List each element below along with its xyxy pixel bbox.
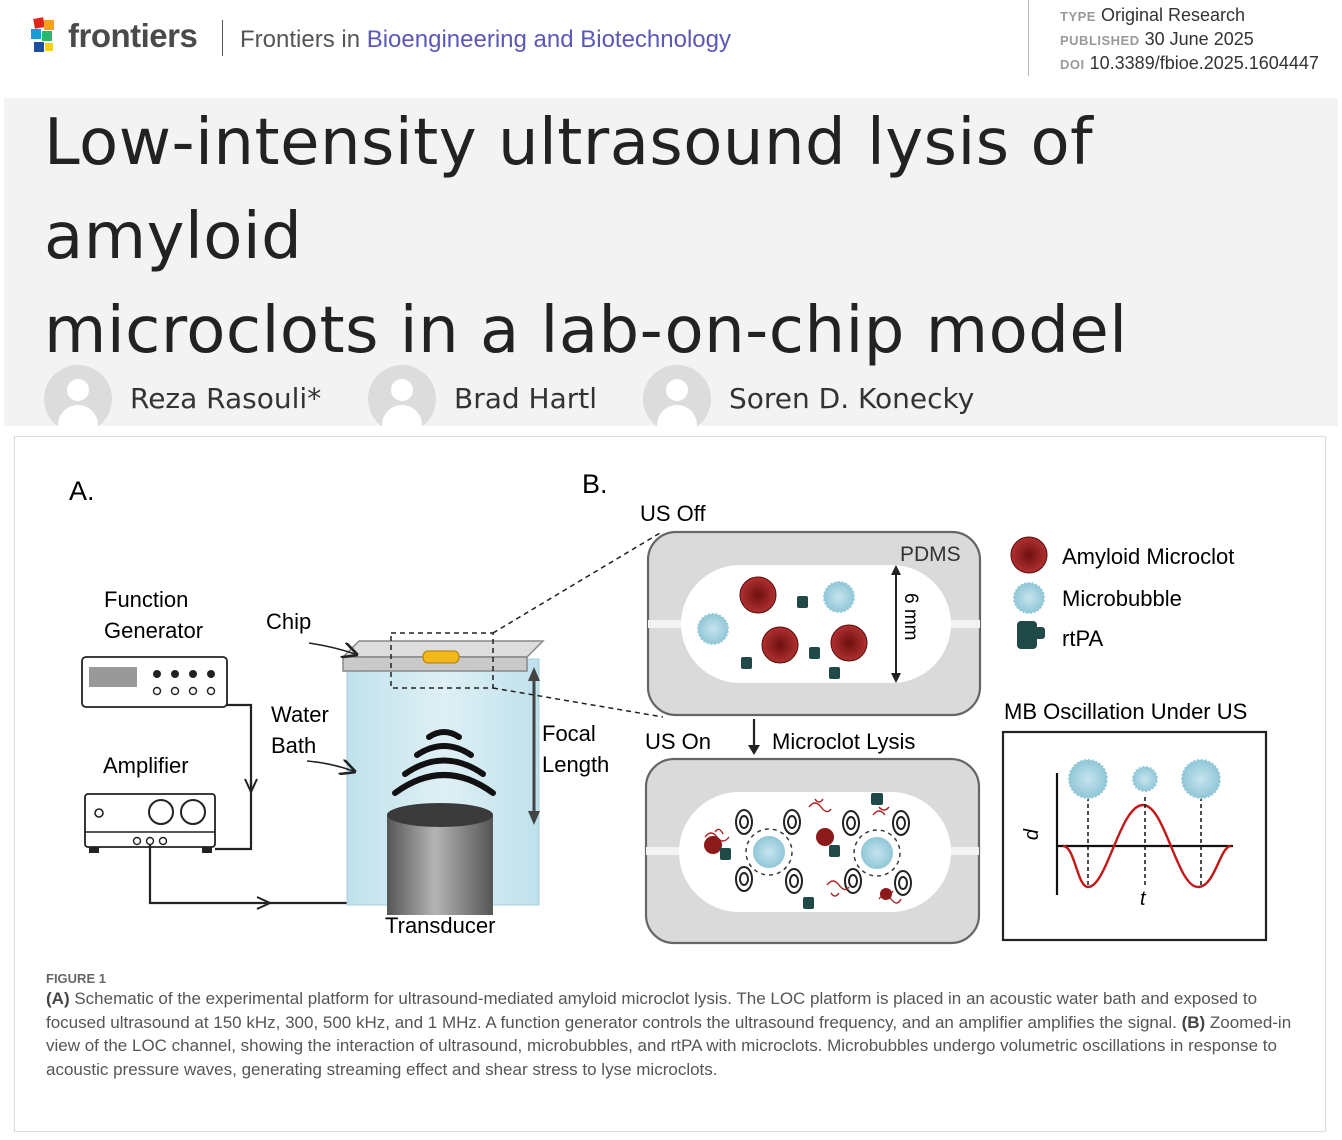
focal-length-label-2: Length xyxy=(542,752,609,777)
figure-caption: (A) Schematic of the experimental platfo… xyxy=(46,987,1306,1081)
published-value: 30 June 2025 xyxy=(1144,29,1254,49)
legend: Amyloid Microclot Microbubble rtPA xyxy=(1010,536,1234,651)
title-line-2: microclots in a lab-on-chip model xyxy=(44,294,1128,368)
ultrasound-waves xyxy=(392,729,496,796)
rtpa-molecules xyxy=(741,596,840,679)
legend-microbubble: Microbubble xyxy=(1062,586,1182,611)
panel-a-label: A. xyxy=(69,476,95,506)
author-name: Soren D. Konecky xyxy=(729,381,975,415)
axis-p-label: p xyxy=(1022,828,1044,840)
amplifier-label: Amplifier xyxy=(103,753,189,778)
water-bath-label-2: Bath xyxy=(271,733,316,758)
chip-label: Chip xyxy=(266,609,311,634)
caption-a-label: (A) xyxy=(46,989,70,1008)
legend-clot-icon xyxy=(1010,536,1048,574)
figure-diagram: A. Function Generator Amplifier xyxy=(69,469,1268,945)
type-value: Original Research xyxy=(1100,5,1246,25)
function-generator-label-2: Generator xyxy=(104,618,203,643)
caption-b-label: (B) xyxy=(1181,1012,1206,1032)
author-1[interactable]: Reza Rasouli* xyxy=(44,364,321,428)
zoom-lines xyxy=(492,532,664,718)
published-label: PUBLISHED xyxy=(1060,33,1140,48)
journal-name[interactable]: Bioengineering and Biotechnology xyxy=(366,26,731,53)
legend-rtpa: rtPA xyxy=(1062,626,1103,651)
author-2[interactable]: Brad Hartl xyxy=(368,364,597,428)
streaming-vortices xyxy=(735,809,912,896)
transducer xyxy=(387,803,493,915)
legend-amyloid-microclot: Amyloid Microclot xyxy=(1062,544,1234,569)
author-name: Brad Hartl xyxy=(454,381,598,415)
figure-1: A. Function Generator Amplifier xyxy=(14,436,1326,1132)
journal-title[interactable]: Frontiers in Bioengineering and Biotechn… xyxy=(240,26,731,54)
residual-clots xyxy=(704,828,892,900)
focal-length-label: Focal xyxy=(542,721,596,746)
legend-bubble-icon xyxy=(1012,581,1046,615)
channel-width-label: 6 mm xyxy=(900,593,921,641)
amplifier-device xyxy=(84,793,216,853)
amyloid-microclots xyxy=(739,576,868,664)
article-meta: TYPE Original Research PUBLISHED 30 June… xyxy=(1060,4,1319,76)
doi-value[interactable]: 10.3389/fbioe.2025.1604447 xyxy=(1089,53,1319,73)
header-divider xyxy=(222,20,223,56)
transducer-label: Transducer xyxy=(385,913,495,938)
transition-arrow xyxy=(748,719,760,755)
title-line-1: Low-intensity ultrasound lysis of amyloi… xyxy=(44,106,1094,274)
function-generator-device xyxy=(81,656,228,708)
oscillation-title: MB Oscillation Under US xyxy=(1004,699,1247,724)
us-on-label: US On xyxy=(645,729,711,754)
axis-t-label: t xyxy=(1140,888,1147,910)
legend-rtpa-icon xyxy=(1017,621,1037,649)
oscillation-plot xyxy=(1001,730,1268,942)
loc-chip-us-on xyxy=(644,757,981,945)
journal-prefix: Frontiers in xyxy=(240,26,361,53)
avatar xyxy=(643,365,711,428)
doi-label: DOI xyxy=(1060,57,1085,72)
article-header: frontiers Frontiers in Bioengineering an… xyxy=(0,0,1342,96)
meta-divider xyxy=(1028,0,1029,76)
author-3[interactable]: Soren D. Konecky xyxy=(643,364,974,428)
avatar xyxy=(368,365,436,428)
frontiers-logo[interactable]: frontiers xyxy=(28,16,198,56)
logo-wordmark: frontiers xyxy=(68,17,198,54)
panel-b-label: B. xyxy=(582,469,608,499)
pdms-label: PDMS xyxy=(900,543,961,566)
caption-b-text: Zoomed-in view of the LOC channel, showi… xyxy=(46,1012,1292,1079)
microclot-lysis-label: Microclot Lysis xyxy=(772,729,915,754)
rtpa-on xyxy=(720,793,883,909)
article-title: Low-intensity ultrasound lysis of amyloi… xyxy=(44,96,1342,378)
type-label: TYPE xyxy=(1060,9,1096,24)
author-name: Reza Rasouli* xyxy=(130,381,322,415)
wiring xyxy=(148,703,385,905)
function-generator-label: Function xyxy=(104,587,188,612)
microbubbles xyxy=(696,580,856,646)
focal-length-arrow xyxy=(528,667,540,825)
avatar xyxy=(44,365,112,428)
frontiers-logo-icon xyxy=(31,17,54,52)
figure-number: FIGURE 1 xyxy=(46,971,106,986)
caption-a-text: Schematic of the experimental platform f… xyxy=(46,989,1258,1032)
us-off-label: US Off xyxy=(640,501,707,526)
oscillating-microbubbles xyxy=(745,828,901,877)
water-bath-label: Water xyxy=(271,702,329,727)
channel-width-arrow xyxy=(891,565,901,683)
